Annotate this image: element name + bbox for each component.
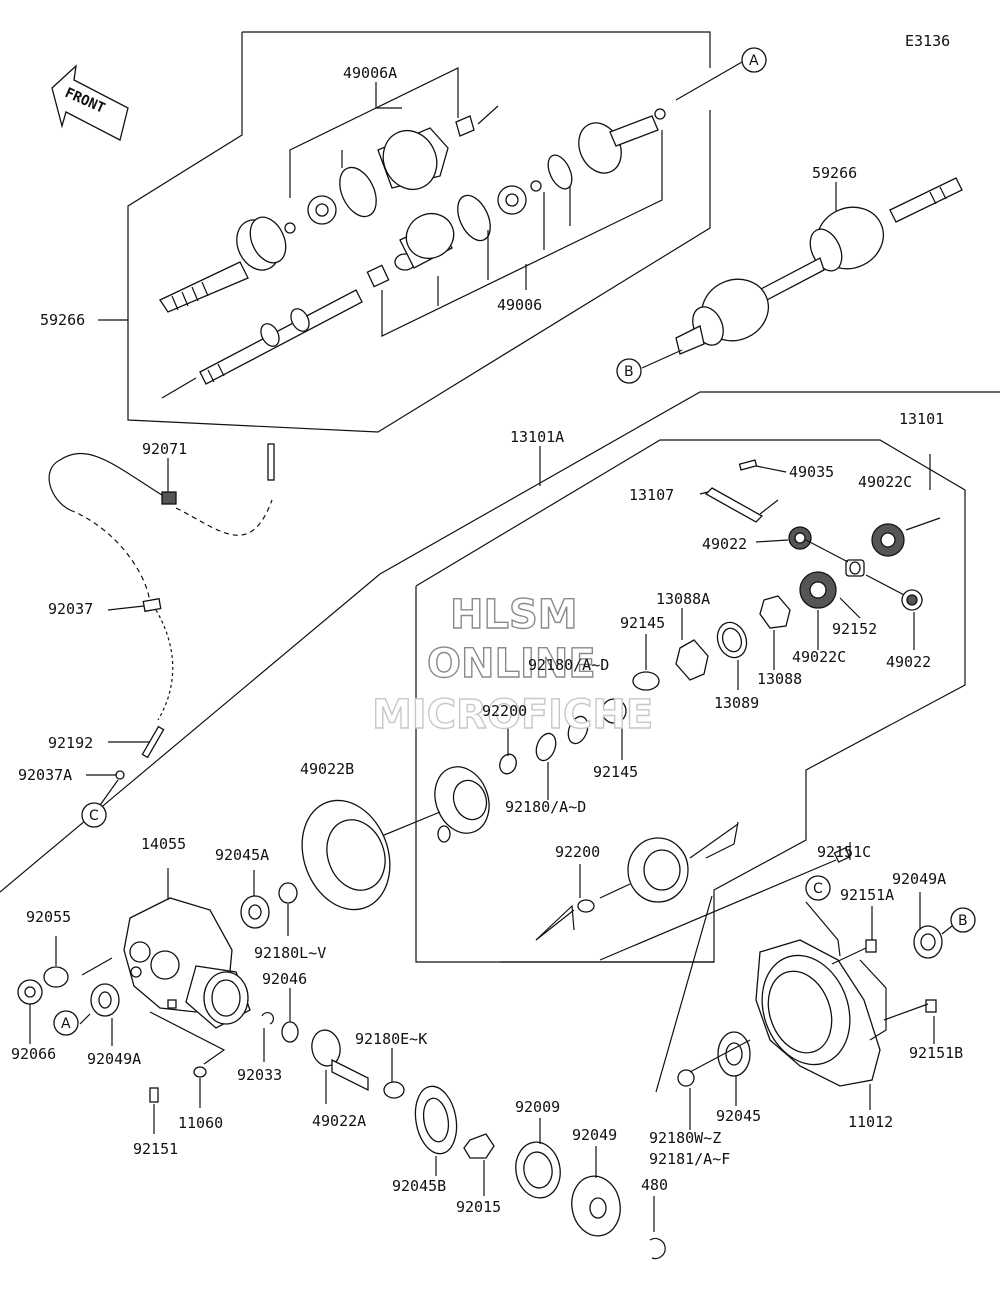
cable-grommet xyxy=(161,491,177,505)
label-92151: 92151 xyxy=(133,1140,178,1158)
label-92181AF: 92181/A~F xyxy=(649,1150,730,1168)
bearings-and-seals xyxy=(17,882,299,1103)
differential-parts xyxy=(499,459,941,775)
label-92045B: 92045B xyxy=(392,1177,446,1195)
label-92049A-left: 92049A xyxy=(87,1050,141,1068)
label-480: 480 xyxy=(641,1176,668,1194)
label-92200-bottom: 92200 xyxy=(555,843,600,861)
label-13088A: 13088A xyxy=(656,590,710,608)
group-frame-diff-top xyxy=(379,391,1000,575)
label-92151C: 92151C xyxy=(817,843,871,861)
label-11012: 11012 xyxy=(848,1113,893,1131)
svg-text:A: A xyxy=(61,1016,71,1032)
svg-text:B: B xyxy=(624,364,634,380)
label-49006: 49006 xyxy=(497,296,542,314)
label-59266-right: 59266 xyxy=(812,164,857,182)
right-axle-assembly xyxy=(675,177,963,355)
differential-case xyxy=(301,766,739,941)
differential-housing xyxy=(677,925,943,1087)
label-49022A: 49022A xyxy=(312,1112,366,1130)
label-92009: 92009 xyxy=(515,1098,560,1116)
label-92192: 92192 xyxy=(48,734,93,752)
cable-pin xyxy=(267,443,275,481)
callout-a-bottom: A xyxy=(53,1010,79,1036)
gear-case xyxy=(81,868,251,1029)
inner-axle-assembly xyxy=(161,108,666,399)
watermark-line2: ONLINE xyxy=(427,641,596,687)
svg-text:B: B xyxy=(958,913,968,929)
label-49022-right: 49022 xyxy=(886,653,931,671)
label-49022-left: 49022 xyxy=(702,535,747,553)
label-49022C-bottom: 49022C xyxy=(792,648,846,666)
group-frame-axles-left xyxy=(127,32,711,433)
label-49035: 49035 xyxy=(789,463,834,481)
label-13088: 13088 xyxy=(757,670,802,688)
label-92180AD-bottom: 92180/A~D xyxy=(505,798,586,816)
label-92151B: 92151B xyxy=(909,1044,963,1062)
label-92180WZ: 92180W~Z xyxy=(649,1129,721,1147)
label-92151A: 92151A xyxy=(840,886,894,904)
label-14055: 14055 xyxy=(141,835,186,853)
label-92071: 92071 xyxy=(142,440,187,458)
callout-c-left: C xyxy=(81,802,107,828)
label-92145-top: 92145 xyxy=(620,614,665,632)
callout-a-top: A xyxy=(741,47,767,73)
label-49022B: 49022B xyxy=(300,760,354,778)
label-92049A-right: 92049A xyxy=(892,870,946,888)
pinion-gear xyxy=(311,1029,666,1260)
label-92152: 92152 xyxy=(832,620,877,638)
label-92180EK: 92180E~K xyxy=(355,1030,427,1048)
group-frame-diff-left xyxy=(0,573,381,893)
callout-b-bottom: B xyxy=(950,907,976,933)
bolt-92151C xyxy=(599,847,851,961)
label-92033: 92033 xyxy=(237,1066,282,1084)
label-92015: 92015 xyxy=(456,1198,501,1216)
label-59266-left: 59266 xyxy=(40,311,85,329)
label-13101: 13101 xyxy=(899,410,944,428)
callout-b-right: B xyxy=(616,358,642,384)
label-92145-bottom: 92145 xyxy=(593,763,638,781)
label-92045: 92045 xyxy=(716,1107,761,1125)
diagram-code: E3136 xyxy=(905,32,950,50)
watermark-line1: HLSM xyxy=(450,592,578,638)
label-49022C-top: 49022C xyxy=(858,473,912,491)
label-13101A: 13101A xyxy=(510,428,564,446)
svg-text:C: C xyxy=(89,808,99,824)
callout-c-bottom: C xyxy=(805,875,831,901)
group-frame-top xyxy=(242,31,711,68)
label-13107: 13107 xyxy=(629,486,674,504)
label-13089: 13089 xyxy=(714,694,759,712)
label-92180LV: 92180L~V xyxy=(254,944,326,962)
label-92037A: 92037A xyxy=(18,766,72,784)
label-92037: 92037 xyxy=(48,600,93,618)
label-92180AD-top: 92180/A~D xyxy=(528,656,609,674)
svg-text:A: A xyxy=(749,53,759,69)
svg-text:C: C xyxy=(813,881,823,897)
label-92045A: 92045A xyxy=(215,846,269,864)
label-49006A: 49006A xyxy=(343,64,397,82)
left-axle-assembly xyxy=(159,105,499,313)
label-92066: 92066 xyxy=(11,1045,56,1063)
label-92200-top: 92200 xyxy=(482,702,527,720)
label-92046: 92046 xyxy=(262,970,307,988)
front-arrow-icon: FRONT xyxy=(51,64,129,141)
watermark-line3: MICROFICHE xyxy=(372,692,653,738)
label-92049: 92049 xyxy=(572,1126,617,1144)
label-92055: 92055 xyxy=(26,908,71,926)
label-11060: 11060 xyxy=(178,1114,223,1132)
